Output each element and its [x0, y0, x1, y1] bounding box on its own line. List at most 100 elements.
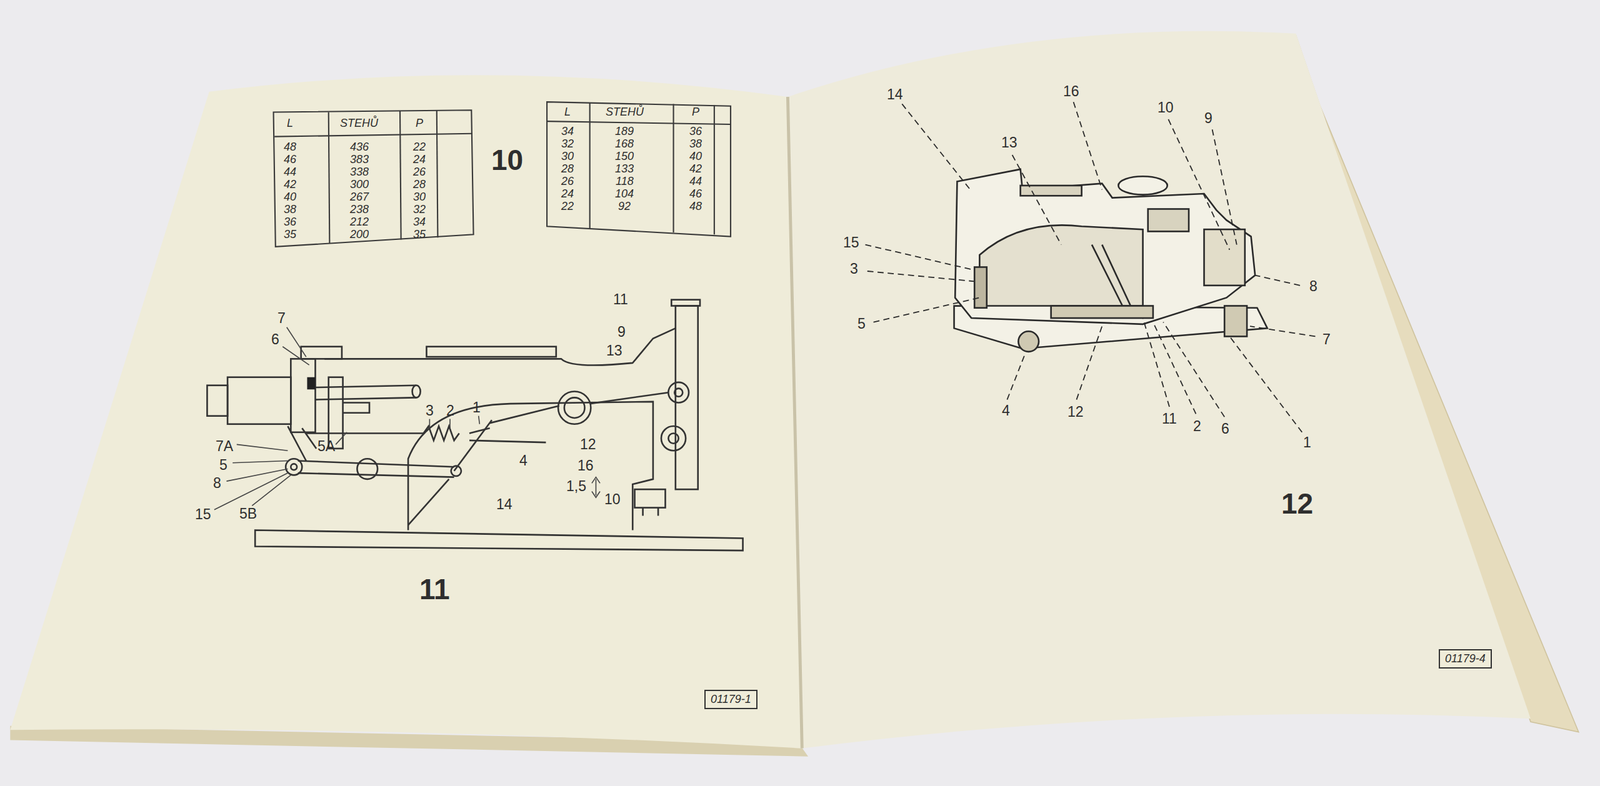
callout-number: 4	[519, 453, 528, 469]
table-cell: 35	[413, 228, 426, 240]
sewing-machine-drawing	[954, 169, 1268, 352]
table-cell: 338	[350, 166, 369, 178]
table-cell: 22	[413, 141, 426, 153]
callout-number: 2	[1193, 419, 1202, 434]
table-cell: 24	[413, 153, 426, 165]
table-cell: 32	[413, 203, 426, 215]
callout-number: 16	[1063, 84, 1080, 99]
table-cell: 436	[350, 141, 369, 153]
callout-number: 15	[195, 507, 212, 522]
table-cell: 22	[561, 200, 574, 212]
callout-number: 12	[580, 437, 597, 452]
callout-number: 1	[472, 400, 481, 415]
callout-number: 4	[1001, 403, 1010, 419]
table-cell: 238	[350, 203, 369, 215]
callout-number: 13	[606, 343, 623, 359]
callout-number: 16	[577, 458, 594, 474]
table-cell: 46	[283, 153, 297, 165]
figure-number: 12	[1281, 489, 1314, 519]
callout-number: 3	[850, 261, 859, 277]
left-page	[10, 75, 802, 749]
table-cell: 200	[350, 228, 369, 240]
figure-number: 10	[491, 145, 524, 175]
table-cell: 38	[283, 203, 297, 215]
callout-number: 6	[271, 332, 280, 347]
table-cell: 40	[283, 191, 297, 203]
table-cell: 32	[561, 138, 574, 150]
table-cell: P	[691, 106, 700, 118]
table-cell: 42	[283, 178, 297, 190]
callout-number: 5A	[317, 439, 335, 454]
table-cell: 92	[618, 200, 631, 212]
table-cell: 35	[283, 228, 297, 240]
callout-number: 5	[857, 316, 866, 332]
right-page	[787, 31, 1531, 749]
table-cell: 48	[283, 141, 297, 153]
callout-number: 6	[1221, 421, 1230, 437]
table-cell: 26	[561, 175, 574, 187]
table-cell: 118	[615, 175, 634, 187]
figure-number: 11	[419, 575, 450, 604]
table-cell: 36	[283, 216, 297, 228]
table-cell: 30	[561, 150, 574, 162]
table-grid	[546, 101, 731, 237]
callout-number: 14	[496, 497, 513, 512]
table-cell: 300	[350, 178, 369, 190]
callout-number: 5B	[239, 506, 257, 522]
callout-number: 2	[446, 403, 455, 419]
table-cell: 267	[350, 191, 369, 203]
table-cell: 28	[413, 178, 426, 190]
gutter-shadow	[787, 96, 802, 749]
callout-number: 15	[843, 235, 860, 250]
callout-number: 1,5	[566, 479, 587, 494]
callout-number: 10	[1157, 100, 1174, 115]
table-cell: L	[564, 106, 571, 118]
part-marker	[306, 377, 315, 390]
callout-number: 11	[1161, 411, 1177, 427]
table-cell: 30	[413, 191, 426, 203]
table-cell: STEHŮ	[340, 117, 379, 129]
callout-number: 7	[1322, 332, 1331, 347]
table-cell: 46	[689, 188, 702, 200]
callout-number: 3	[425, 403, 434, 419]
table-cell: 212	[350, 216, 369, 228]
table-cell: 38	[689, 138, 702, 150]
table-grid	[273, 110, 474, 247]
table-cell: 133	[615, 163, 634, 175]
table-cell: P	[415, 117, 424, 129]
table-cell: 42	[689, 163, 702, 175]
callout-number: 8	[213, 476, 222, 491]
leader-lines	[865, 101, 1315, 433]
table-cell: 40	[689, 150, 702, 162]
callout-number: 10	[604, 492, 621, 507]
callout-number: 8	[1309, 279, 1318, 294]
table-cell: 44	[283, 166, 297, 178]
mechanism-drawing	[206, 300, 743, 551]
table-cell: 383	[350, 153, 369, 165]
table-cell: 28	[561, 163, 574, 175]
table-cell: 44	[689, 175, 702, 187]
page-code: 01179-1	[710, 693, 752, 706]
table-cell: 189	[615, 125, 634, 137]
table-cell: L	[286, 117, 294, 129]
callout-number: 9	[1204, 111, 1213, 126]
callout-number: 7	[277, 311, 286, 326]
page-code: 01179-4	[1445, 652, 1486, 665]
table-cell: 26	[413, 166, 426, 178]
table-cell: 168	[615, 138, 634, 150]
callout-number: 9	[617, 325, 626, 340]
callout-number: 1	[1303, 435, 1312, 450]
callout-number: 11	[613, 292, 629, 307]
table-cell: 36	[689, 125, 702, 137]
table-cell: 104	[615, 188, 634, 200]
callout-number: 12	[1067, 405, 1084, 420]
page-code-box: 01179-1	[704, 690, 758, 710]
table-cell: STEHŮ	[605, 106, 644, 118]
table-cell: 48	[689, 200, 702, 212]
page-code-box: 01179-4	[1438, 649, 1492, 669]
leader-lines	[214, 327, 600, 510]
callout-number: 13	[1001, 135, 1018, 150]
table-cell: 150	[615, 150, 634, 162]
